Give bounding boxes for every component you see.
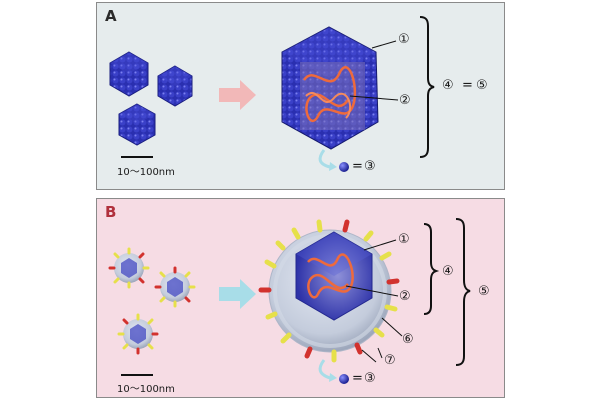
capsid-small-2 [157, 65, 193, 107]
protein-ball-icon [339, 374, 349, 384]
equation-eq: = [462, 78, 473, 93]
protein-ball-icon [339, 162, 349, 172]
curved-arrow-icon [318, 359, 331, 380]
arrow-right-icon [219, 80, 256, 110]
marker-2: ② [399, 93, 411, 108]
marker-5: ⑤ [478, 284, 490, 299]
marker-4: ④ [442, 78, 454, 93]
envelope-spikes [258, 219, 400, 363]
enveloped-virion-small-1 [108, 247, 150, 289]
brace-large-icon [455, 218, 471, 366]
protein-legend-eq: = [352, 371, 363, 386]
capsid-small-3 [118, 103, 156, 146]
enveloped-virion-small-2 [154, 266, 196, 308]
panel-a-letter: A [105, 7, 117, 25]
panel-b-scale-bar [121, 374, 153, 376]
marker-4: ④ [442, 264, 454, 279]
marker-3: ③ [364, 371, 376, 386]
panel-b-scale-label: 10～100nm [117, 384, 175, 395]
panel-b-letter: B [105, 203, 117, 221]
marker-7: ⑦ [384, 353, 396, 368]
protein-legend-eq: = [352, 159, 363, 174]
marker-5: ⑤ [476, 78, 488, 93]
curved-arrow-icon [318, 149, 331, 169]
marker-1: ① [398, 232, 410, 247]
panel-a-scale-bar [121, 156, 153, 158]
capsid-small-1 [109, 51, 149, 97]
genome-rna-icon [307, 253, 354, 299]
marker-6: ⑥ [402, 332, 414, 347]
marker-1: ① [398, 32, 410, 47]
enveloped-virion-large [268, 229, 392, 353]
marker-2: ② [399, 289, 411, 304]
capsid-large-cutaway [281, 26, 379, 150]
marker-3: ③ [364, 159, 376, 174]
panel-a-scale-label: 10～100nm [117, 167, 175, 178]
brace-small-icon [423, 223, 440, 315]
enveloped-virion-small-3 [117, 313, 159, 355]
brace-icon [419, 16, 435, 158]
arrow-right-icon [219, 279, 256, 309]
